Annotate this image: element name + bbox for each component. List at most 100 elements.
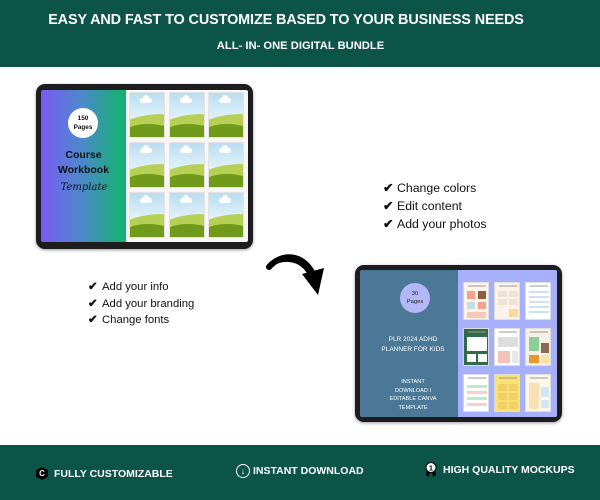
checkmark-icon: ✔	[383, 199, 394, 213]
page-block	[467, 291, 475, 299]
cloud-shape	[219, 95, 231, 103]
page-block	[541, 355, 549, 363]
planner-page-thumbnail	[494, 328, 520, 366]
page-block	[529, 291, 549, 293]
page-block	[541, 343, 549, 353]
page-block	[509, 402, 518, 409]
subtitle-line: TEMPLATE	[398, 404, 428, 411]
page-header-line	[530, 377, 548, 379]
page-block	[498, 384, 507, 391]
download-circle-icon: ↓	[236, 464, 250, 478]
hill-shape	[130, 174, 164, 187]
subtitle-line: INSTANT	[401, 379, 425, 385]
checklist-item: ✔Add your photos	[383, 215, 487, 233]
hill-shape	[209, 224, 243, 237]
page-block	[529, 383, 539, 409]
tablet-screen: 150 Pages Course Workbook Template	[41, 90, 248, 242]
cloud-shape	[140, 95, 152, 103]
curved-arrow-icon	[266, 254, 324, 295]
page-header-line	[468, 377, 486, 379]
planner-page-thumbnail	[525, 328, 551, 366]
page-block	[498, 337, 518, 347]
page-block	[529, 355, 539, 363]
checklist-label: Add your branding	[102, 297, 195, 310]
page-block	[509, 384, 518, 391]
image-placeholder-thumbnail	[129, 192, 165, 238]
image-placeholder-thumbnail	[208, 192, 244, 238]
title-line: Workbook	[57, 164, 110, 176]
checklist-label: Edit content	[397, 199, 462, 213]
planner-page-thumbnail	[463, 328, 489, 366]
page-header-line	[530, 331, 548, 333]
image-placeholder-thumbnail	[168, 142, 205, 188]
page-block	[467, 391, 487, 394]
checklist-item: ✔Edit content	[383, 197, 487, 215]
planner-page-thumbnail	[525, 374, 551, 412]
page-unit: Pages	[73, 124, 93, 131]
page-block	[467, 397, 487, 400]
page-block	[509, 309, 518, 317]
headline-text: EASY AND FAST TO CUSTOMIZE BASED TO YOUR…	[48, 12, 524, 28]
page-block	[467, 337, 487, 351]
checklist-item: ✔Change fonts	[88, 312, 194, 329]
page-block	[478, 302, 486, 309]
planner-page-thumbnail	[463, 374, 489, 412]
planner-page-thumbnail	[463, 282, 489, 320]
page-block	[529, 301, 549, 303]
hill-shape	[169, 174, 204, 187]
checklist-item: ✔Add your branding	[88, 296, 194, 313]
cloud-shape	[219, 145, 231, 153]
award-ribbon-icon: 1	[425, 462, 437, 477]
subtitle-line: EDITABLE CANVA	[389, 396, 437, 402]
page-thumbnail-grid	[126, 90, 248, 242]
page-block	[541, 387, 549, 397]
image-placeholder-thumbnail	[208, 92, 244, 138]
page-count: 150	[77, 115, 89, 122]
workbook-cover: 150 Pages Course Workbook Template	[41, 90, 126, 242]
planner-page-thumbnail	[494, 374, 520, 412]
planner-title: PLR 2024 ADHD PLANNER FOR KIDS	[360, 335, 466, 354]
planner-cover: 30 Pages PLR 2024 ADHD PLANNER FOR KIDS …	[360, 270, 458, 417]
feature-instant-download: ↓ INSTANT DOWNLOAD	[236, 464, 364, 478]
page-header-line	[499, 377, 517, 379]
page-block	[467, 403, 487, 406]
page-block	[498, 351, 510, 363]
page-block	[509, 291, 518, 297]
checklist-label: Add your photos	[397, 217, 487, 231]
page-count-badge: 30 Pages	[400, 283, 430, 313]
page-header-line	[499, 285, 517, 287]
cloud-shape	[179, 95, 192, 103]
page-count: 30	[411, 291, 419, 297]
title-line: PLR 2024 ADHD	[388, 336, 438, 343]
page-count-badge: 150 Pages	[68, 108, 98, 138]
page-block	[498, 393, 507, 400]
checkmark-icon: ✔	[383, 181, 394, 195]
page-block	[512, 351, 518, 363]
feature-checklist-left: ✔Add your info ✔Add your branding ✔Chang…	[88, 279, 194, 329]
checklist-label: Add your info	[102, 281, 169, 293]
page-block	[467, 312, 486, 318]
planner-page-thumbnail	[525, 282, 551, 320]
page-unit: Pages	[406, 299, 424, 305]
hill-shape	[130, 124, 164, 137]
page-block	[478, 291, 486, 299]
image-placeholder-thumbnail	[208, 142, 244, 188]
hill-shape	[169, 224, 204, 237]
footer-banner: C FULLY CUSTOMIZABLE ↓ INSTANT DOWNLOAD …	[0, 445, 600, 500]
checklist-item: ✔Change colors	[383, 179, 487, 197]
page-block	[529, 306, 549, 308]
page-block	[529, 296, 549, 298]
hill-shape	[130, 224, 164, 237]
page-header-line	[468, 285, 486, 287]
cloud-shape	[140, 145, 152, 153]
page-header-line	[530, 285, 548, 287]
page-header-line	[468, 331, 486, 333]
page-block	[467, 385, 487, 388]
cloud-shape	[219, 195, 231, 203]
feature-high-quality-mockups: 1 HIGH QUALITY MOCKUPS	[425, 462, 575, 478]
feature-checklist-top: ✔Change colors ✔Edit content ✔Add your p…	[383, 179, 487, 233]
page-block	[467, 354, 476, 362]
title-line: Course	[65, 149, 102, 161]
header-banner: EASY AND FAST TO CUSTOMIZE BASED TO YOUR…	[0, 0, 600, 67]
feature-label: HIGH QUALITY MOCKUPS	[443, 464, 575, 476]
